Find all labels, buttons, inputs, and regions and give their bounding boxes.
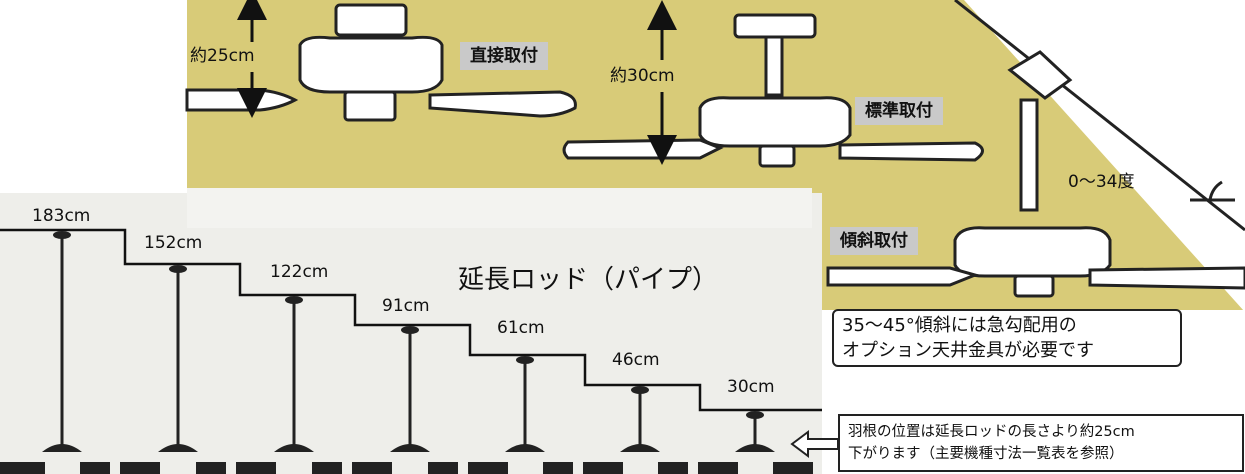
rod-section-title: 延長ロッド（パイプ） [458, 265, 719, 295]
direct-mount-fan [185, 3, 577, 122]
standard-drop-label: 約30cm [610, 66, 675, 86]
rod-length-label: 183cm [30, 206, 93, 226]
rod-length-label: 46cm [610, 350, 662, 370]
direct-mount-label: 直接取付 [460, 42, 548, 70]
rod-length-steps [0, 228, 822, 412]
standard-mount-label: 標準取付 [855, 97, 943, 125]
slope-mount-label: 傾斜取付 [830, 227, 918, 255]
rod-length-label: 152cm [142, 233, 205, 253]
rod-length-label: 61cm [495, 318, 547, 338]
angle-arc [1208, 180, 1223, 201]
slope-angle-label: 0〜34度 [1068, 172, 1135, 192]
blade-position-note-line: 下がります（主要機種寸法一覧表を参照） [848, 446, 1124, 462]
rod-length-label: 122cm [268, 262, 331, 282]
blade-position-note: 羽根の位置は延長ロッドの長さより約25cm 下がります（主要機種寸法一覧表を参照… [838, 414, 1244, 472]
extension-rods [60, 232, 757, 445]
rod-length-label: 91cm [380, 296, 432, 316]
steep-slope-note-line: オプション天井金具が必要です [842, 340, 1094, 361]
rod-background-top [187, 188, 812, 228]
rod-fan-heads [42, 444, 775, 452]
blade-position-note-line: 羽根の位置は延長ロッドの長さより約25cm [848, 424, 1135, 440]
blade-note-pointer [790, 430, 839, 458]
rod-length-label: 30cm [725, 377, 777, 397]
slope-ceiling-line [954, 0, 1245, 232]
rod-top-caps [53, 231, 764, 419]
standard-mount-fan [562, 13, 984, 168]
rod-fan-blades [0, 462, 813, 474]
steep-slope-note-line: 35〜45°傾斜には急勾配用の [842, 315, 1077, 336]
direct-drop-label: 約25cm [190, 46, 255, 66]
slope-mount-fan [826, 50, 1245, 298]
steep-slope-note: 35〜45°傾斜には急勾配用の オプション天井金具が必要です [832, 309, 1182, 367]
